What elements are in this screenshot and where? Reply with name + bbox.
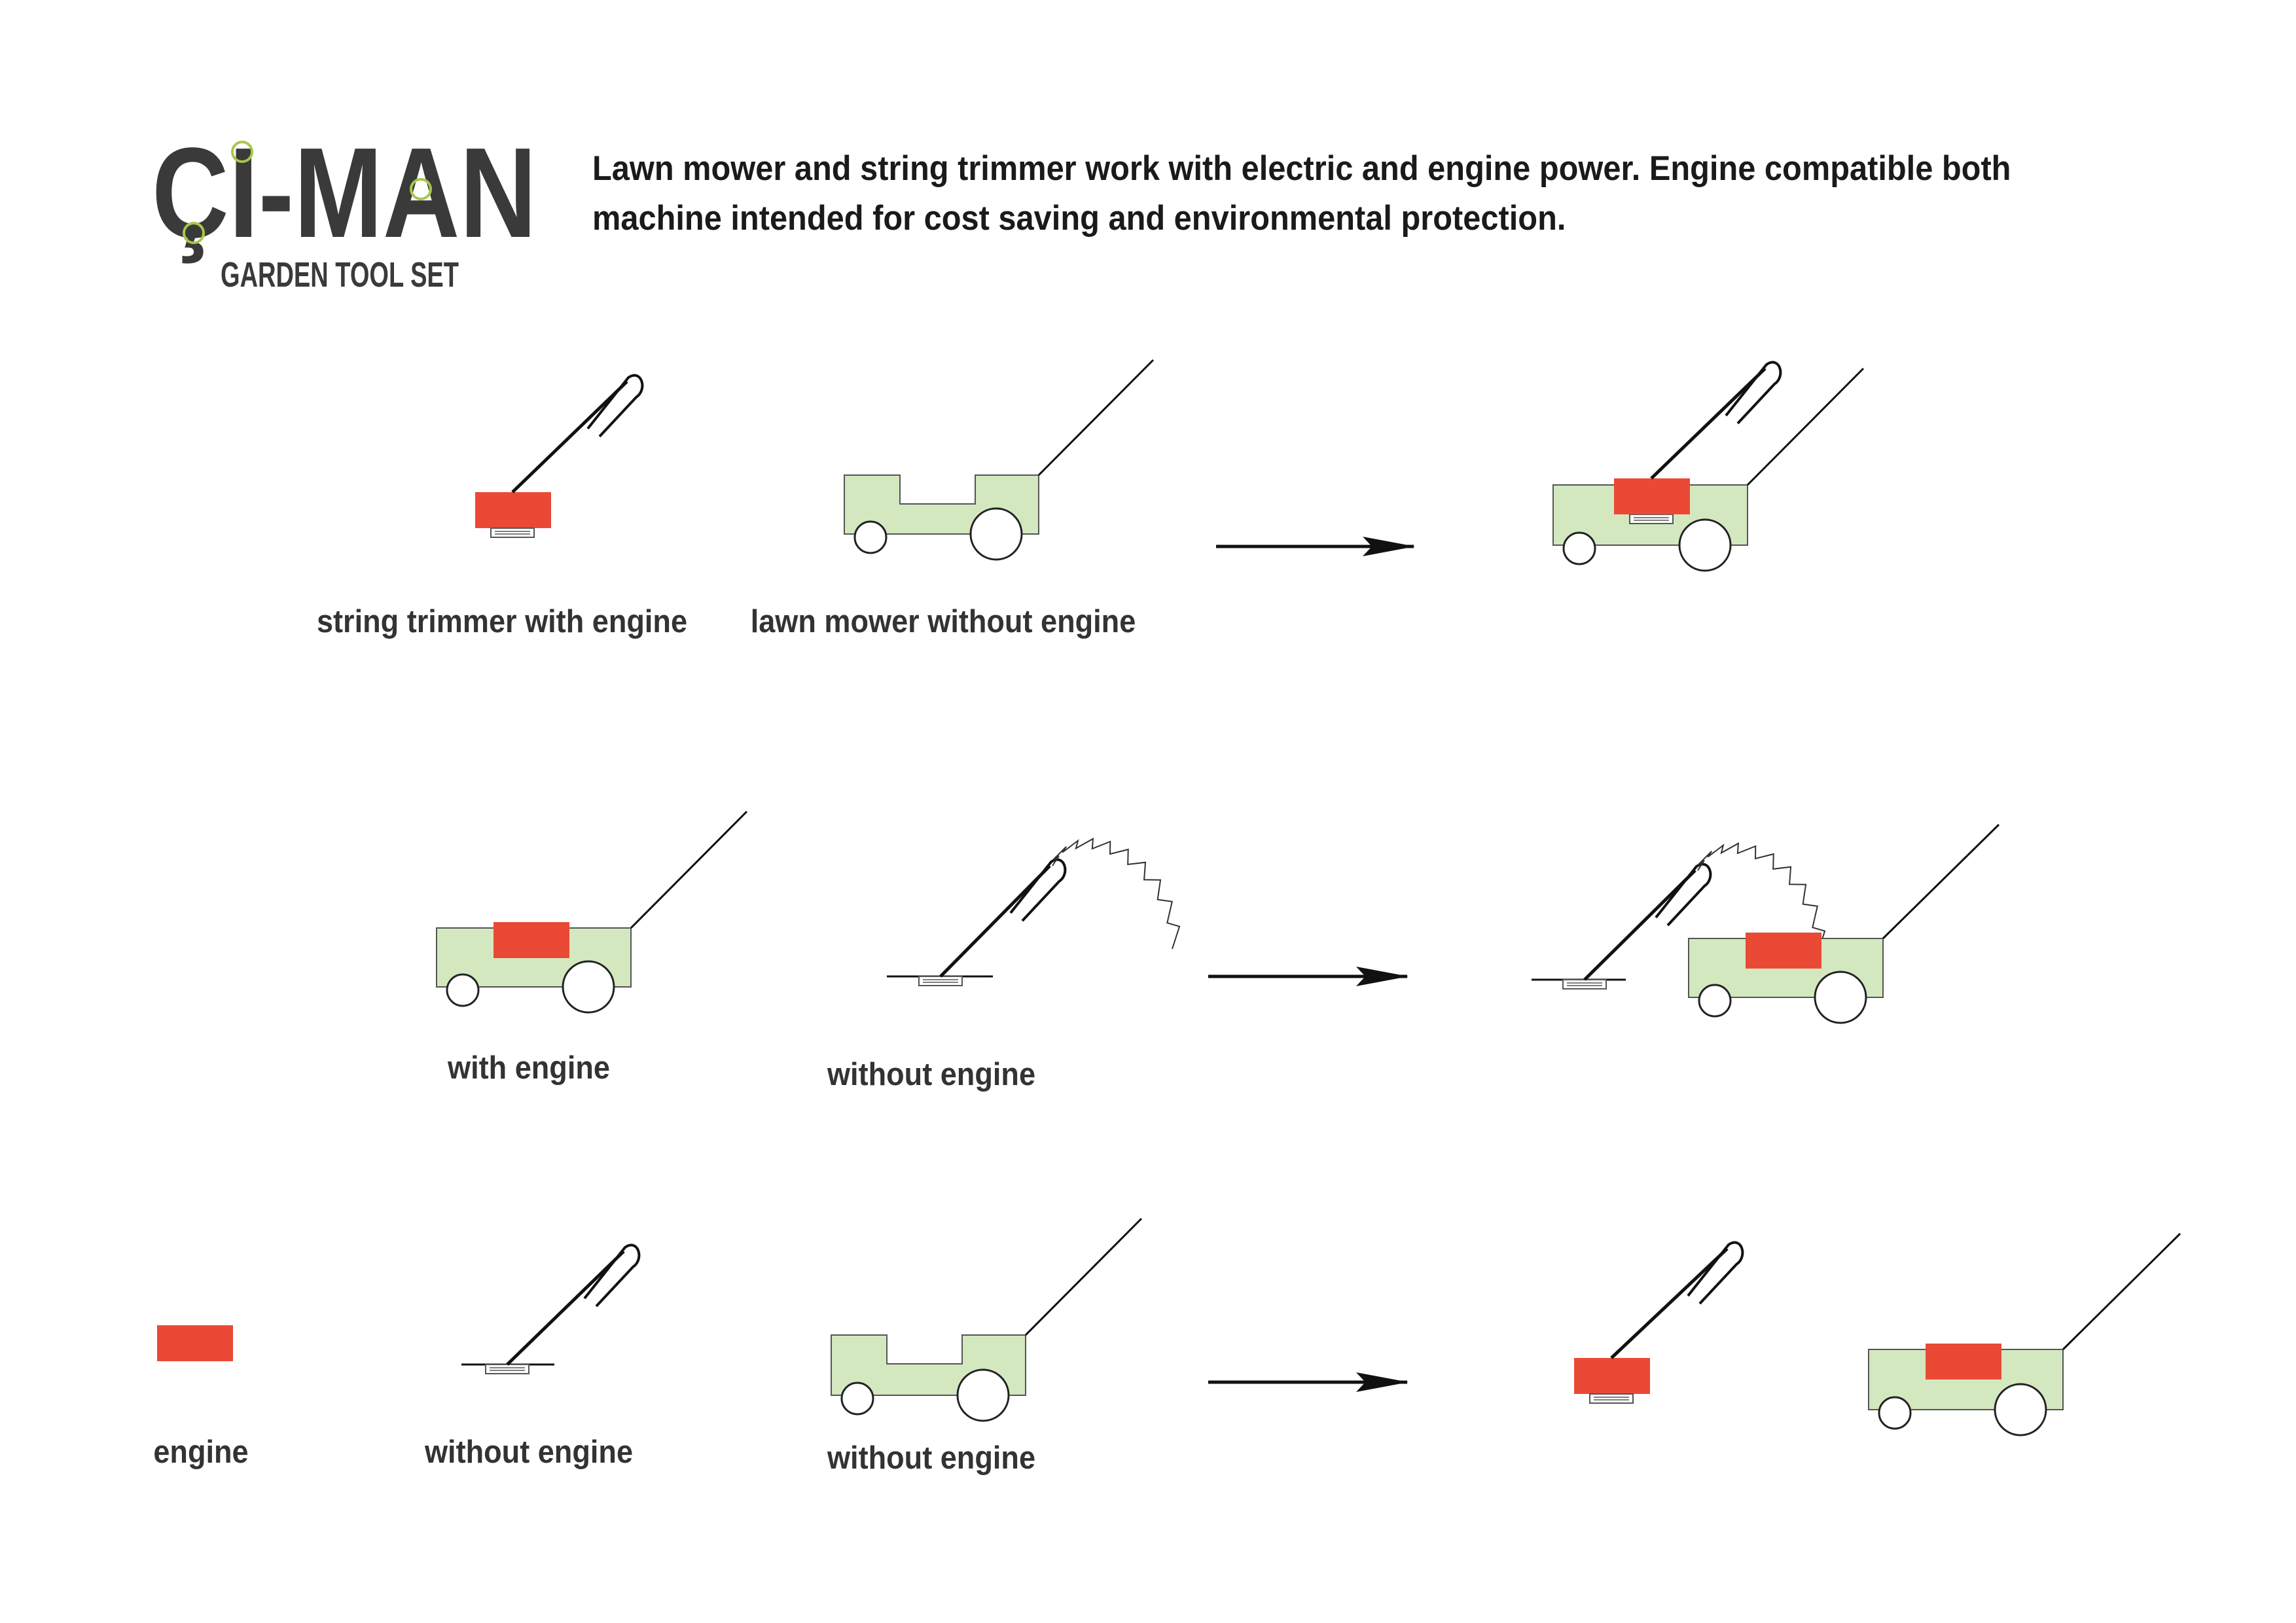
logo-wordmark: ÇI-MAN bbox=[152, 121, 537, 264]
string-trimmer-with-engine bbox=[475, 374, 644, 538]
mower-handle bbox=[2062, 1232, 2181, 1351]
power-cable bbox=[1697, 842, 1826, 954]
trimmer-shaft bbox=[506, 1250, 625, 1366]
caption-trimmer-without-engine: without engine bbox=[827, 1057, 1036, 1092]
caption-trimmer-only-without-engine: without engine bbox=[424, 1435, 634, 1470]
trimmer-grip bbox=[583, 1243, 641, 1308]
trimmer-head bbox=[485, 1364, 529, 1374]
large-wheel bbox=[956, 1368, 1010, 1422]
trimmer-head bbox=[1629, 514, 1674, 524]
trimmer-only-without-engine bbox=[461, 1243, 641, 1374]
separated-mower-with-engine bbox=[1868, 1232, 2181, 1436]
power-cable bbox=[1052, 837, 1181, 950]
trimmer-shaft bbox=[1583, 869, 1696, 981]
engine-only bbox=[157, 1325, 233, 1361]
engine-block bbox=[1926, 1344, 2001, 1380]
engine-block bbox=[157, 1325, 233, 1361]
caption-lawn-mower-without-engine: lawn mower without engine bbox=[750, 604, 1136, 639]
large-wheel bbox=[562, 960, 615, 1014]
large-wheel bbox=[1994, 1383, 2047, 1436]
mower-only-without-engine bbox=[831, 1217, 1143, 1422]
small-wheel bbox=[1562, 531, 1596, 565]
caption-engine: engine bbox=[153, 1435, 249, 1470]
caption-mower-with-engine: with engine bbox=[448, 1050, 610, 1086]
lawn-mower-without-engine bbox=[844, 359, 1155, 561]
mower-handle bbox=[1037, 359, 1155, 476]
combined-mower-with-trimmer-engine bbox=[1552, 361, 1865, 572]
trimmer-grip bbox=[1725, 361, 1782, 425]
trimmer-shaft bbox=[511, 380, 628, 493]
trimmer-without-engine bbox=[887, 837, 1181, 986]
intro-description: Lawn mower and string trimmer work with … bbox=[592, 149, 2011, 238]
small-wheel bbox=[446, 973, 480, 1007]
trimmer-shaft bbox=[1650, 367, 1767, 480]
mower-handle bbox=[630, 810, 748, 929]
engine-block bbox=[475, 492, 551, 528]
trimmer-grip bbox=[1687, 1241, 1744, 1305]
trimmer-head bbox=[490, 527, 535, 538]
logo-accent-dot-mid bbox=[410, 178, 432, 200]
separated-trimmer-with-engine bbox=[1574, 1241, 1744, 1404]
mower-with-engine bbox=[436, 810, 748, 1014]
engine-block bbox=[1614, 478, 1690, 514]
trimmer-grip bbox=[586, 374, 644, 438]
trimmer-head bbox=[1562, 979, 1607, 990]
small-wheel bbox=[853, 520, 888, 554]
small-wheel bbox=[1698, 984, 1732, 1018]
small-wheel bbox=[840, 1382, 874, 1416]
trimmer-head bbox=[1589, 1393, 1634, 1404]
mower-handle bbox=[1882, 823, 2000, 940]
trimmer-head bbox=[918, 976, 963, 986]
illustrations bbox=[157, 359, 2181, 1436]
trimmer-shaft bbox=[1610, 1247, 1729, 1359]
logo-accent-dot-bottom bbox=[183, 222, 205, 244]
large-wheel bbox=[1678, 518, 1732, 572]
caption-string-trimmer-with-engine: string trimmer with engine bbox=[316, 604, 688, 639]
combined-trimmer-with-mower-engine bbox=[1532, 823, 2000, 1024]
logo-accent-dot-top bbox=[231, 141, 253, 163]
brand-logo: ÇI-MAN GARDEN TOOL SET bbox=[152, 121, 537, 294]
caption-mower-only-without-engine: without engine bbox=[827, 1440, 1036, 1476]
trimmer-grip bbox=[1009, 858, 1067, 922]
engine-block bbox=[1574, 1358, 1650, 1394]
trimmer-shaft bbox=[939, 865, 1051, 978]
trimmer-grip bbox=[1655, 863, 1712, 927]
mower-handle bbox=[1024, 1217, 1143, 1336]
small-wheel bbox=[1878, 1396, 1912, 1430]
engine-block bbox=[1746, 933, 1821, 969]
engine-block bbox=[493, 922, 569, 958]
logo-tagline: GARDEN TOOL SET bbox=[221, 255, 459, 294]
large-wheel bbox=[969, 507, 1023, 561]
large-wheel bbox=[1814, 971, 1867, 1024]
mower-handle bbox=[1746, 367, 1865, 486]
